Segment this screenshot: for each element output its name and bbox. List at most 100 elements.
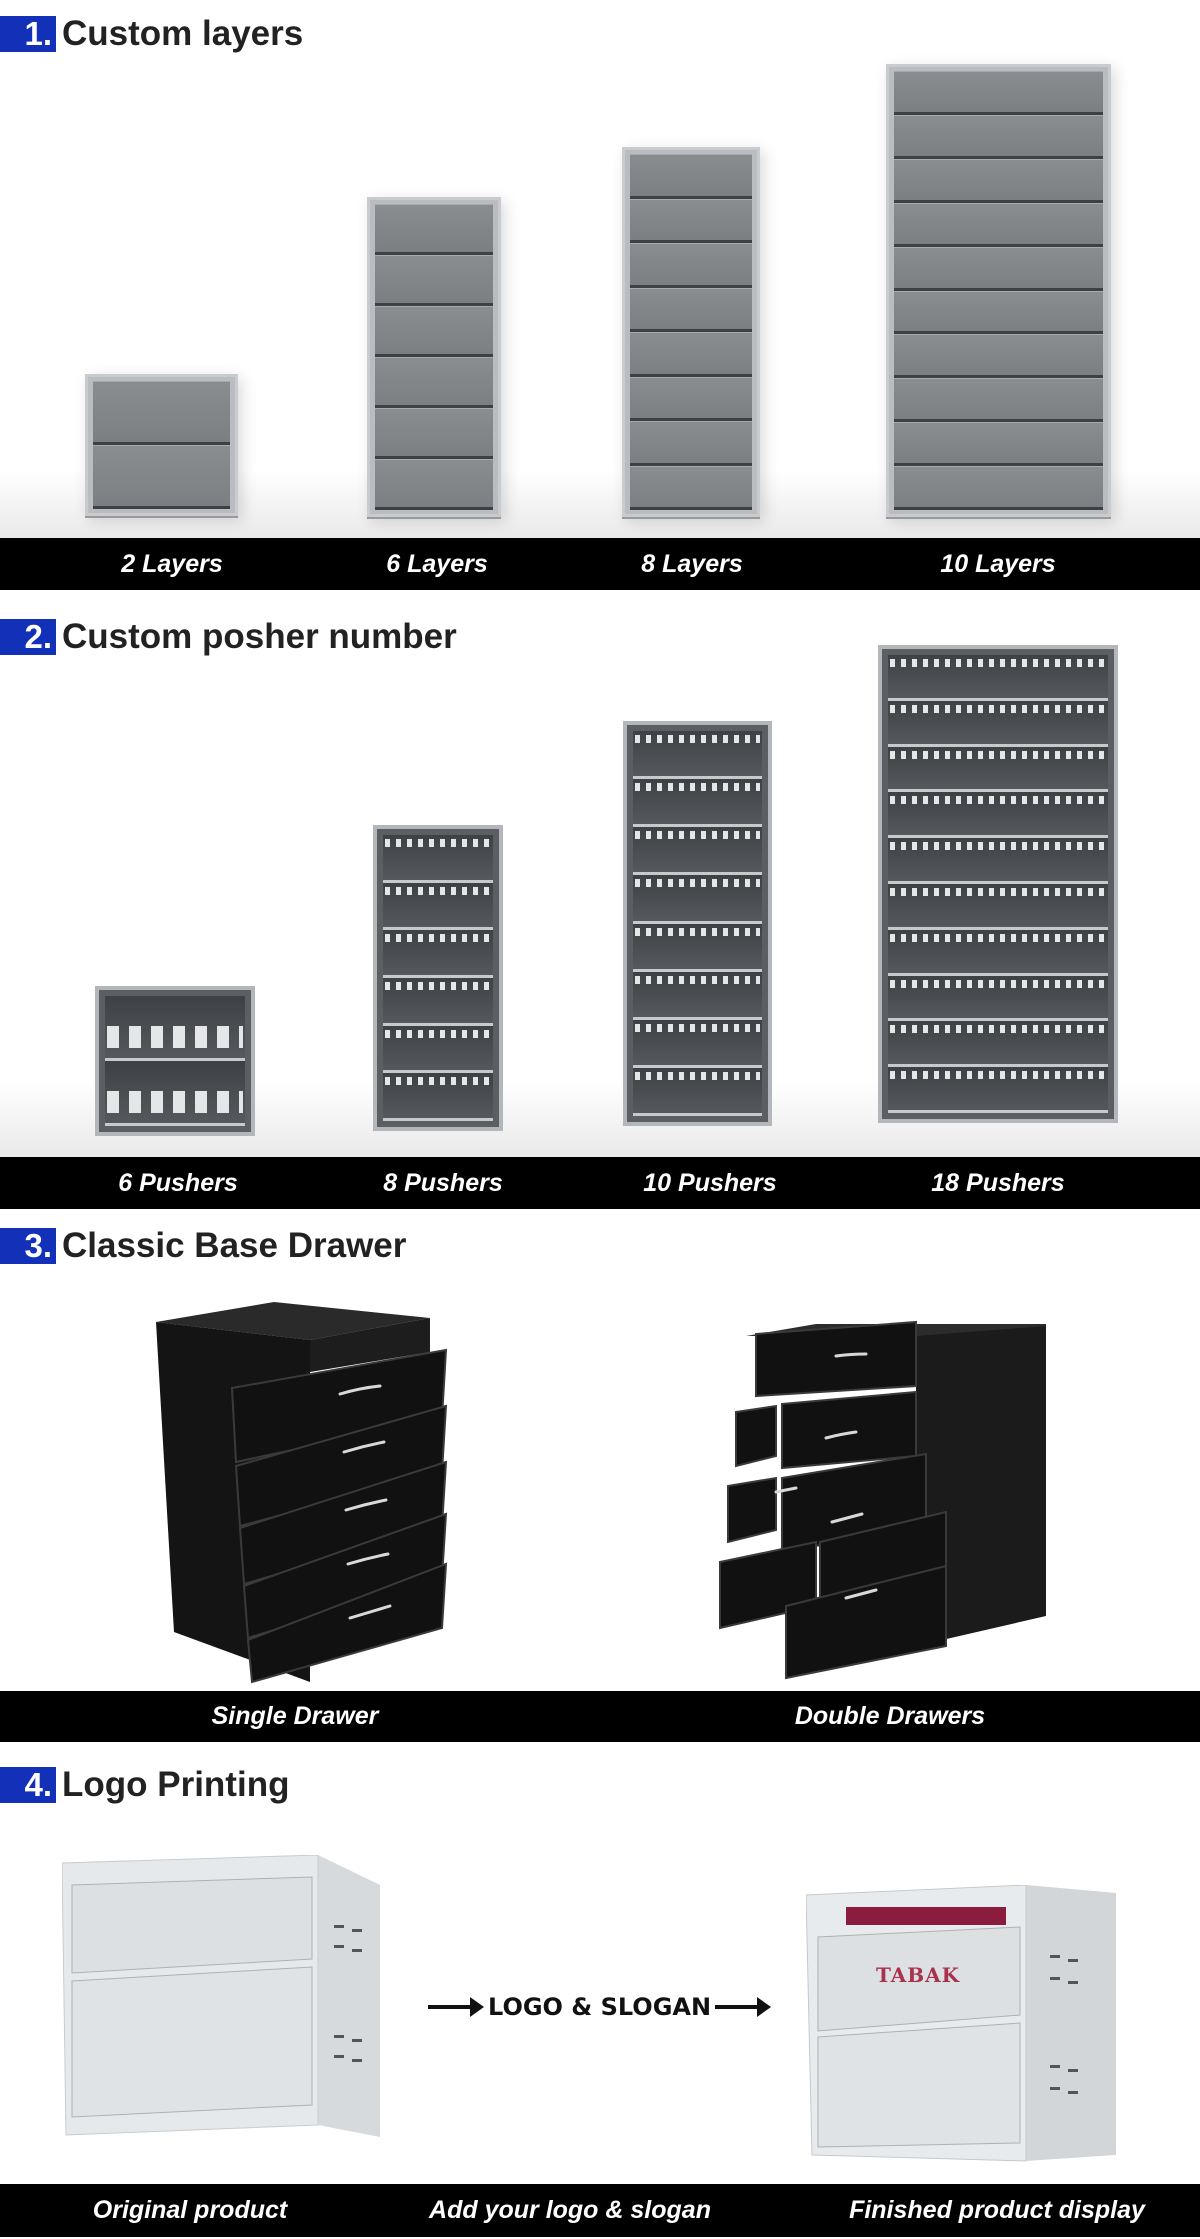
cabinet-layer bbox=[375, 408, 493, 459]
section-base-drawer: 3. Classic Base Drawer bbox=[0, 1216, 1200, 1742]
cabinet-layer bbox=[630, 421, 752, 466]
section-title: Custom layers bbox=[62, 14, 304, 53]
caption-original-product: Original product bbox=[92, 2196, 288, 2224]
cabinet-layer bbox=[375, 306, 493, 357]
cabinet-layer bbox=[630, 287, 752, 332]
pusher-row bbox=[890, 796, 1106, 805]
section-heading: 3. Classic Base Drawer bbox=[0, 1228, 406, 1264]
rack-shelf bbox=[633, 1019, 762, 1068]
rack-shelf bbox=[633, 779, 762, 828]
section-pushers: 2. Custom posher number 6 Pushers 8 Push… bbox=[0, 601, 1200, 1209]
pusher-row bbox=[385, 839, 491, 847]
rack-shelf bbox=[888, 1021, 1108, 1068]
cabinet-layer bbox=[630, 243, 752, 288]
rack-6-pushers bbox=[95, 986, 255, 1136]
cabinet-layer bbox=[894, 71, 1103, 115]
rack-shelf bbox=[105, 1061, 245, 1126]
rack-shelf bbox=[383, 1073, 493, 1122]
cabinet-layer bbox=[630, 198, 752, 243]
section-title: Classic Base Drawer bbox=[62, 1226, 407, 1265]
rack-shelf bbox=[888, 975, 1108, 1022]
pusher-row bbox=[890, 842, 1106, 851]
pusher-row bbox=[107, 1026, 243, 1048]
section-heading: 2. Custom posher number bbox=[0, 619, 457, 655]
section-number: 1. bbox=[0, 16, 56, 52]
caption-bar: 2 Layers 6 Layers 8 Layers 10 Layers bbox=[0, 538, 1200, 590]
rack-shelf bbox=[888, 700, 1108, 747]
section-title: Logo Printing bbox=[62, 1765, 290, 1804]
cabinet-layer bbox=[894, 422, 1103, 467]
rack-shelf bbox=[633, 875, 762, 924]
pusher-row bbox=[385, 982, 491, 991]
finished-product-cabinet: TABAK bbox=[806, 1885, 1116, 2165]
caption-10-pushers: 10 Pushers bbox=[643, 1169, 777, 1197]
pusher-row bbox=[890, 933, 1106, 942]
logo-slogan-arrow: LOGO & SLOGAN bbox=[428, 1989, 778, 2025]
pusher-row bbox=[890, 1025, 1106, 1034]
pusher-row bbox=[635, 735, 760, 743]
rack-shelf bbox=[383, 978, 493, 1026]
double-drawers-cabinet bbox=[719, 1320, 1046, 1680]
caption-finished-product: Finished product display bbox=[849, 2196, 1145, 2224]
pusher-row bbox=[635, 1023, 760, 1032]
rack-shelf bbox=[105, 996, 245, 1061]
cabinet-layer bbox=[630, 332, 752, 377]
cabinet-layer bbox=[894, 290, 1103, 335]
pusher-row bbox=[890, 979, 1106, 988]
rack-shelf bbox=[383, 930, 493, 979]
pusher-row bbox=[635, 831, 760, 840]
rack-shelf bbox=[888, 838, 1108, 884]
pusher-row bbox=[890, 750, 1106, 759]
section-logo-printing: 4. Logo Printing LOGO & SLOGAN bbox=[0, 1757, 1200, 2239]
pusher-row bbox=[890, 887, 1106, 896]
cabinet-layer bbox=[894, 114, 1103, 159]
cabinet-logo-text: TABAK bbox=[875, 1963, 961, 1987]
section-heading: 1. Custom layers bbox=[0, 16, 303, 52]
section-number: 4. bbox=[0, 1767, 56, 1803]
cabinet-layer bbox=[375, 204, 493, 255]
cabinet-layer bbox=[375, 255, 493, 306]
caption-6-layers: 6 Layers bbox=[386, 550, 488, 578]
cabinet-layer bbox=[375, 459, 493, 510]
cabinet-layer bbox=[894, 202, 1103, 247]
section-title: Custom posher number bbox=[62, 617, 457, 656]
rack-shelf bbox=[888, 792, 1108, 839]
pusher-row bbox=[385, 934, 491, 943]
caption-bar: Original product Add your logo & slogan … bbox=[0, 2184, 1200, 2237]
caption-8-layers: 8 Layers bbox=[641, 550, 743, 578]
cabinet-6-layers bbox=[367, 197, 501, 517]
pusher-row bbox=[890, 1071, 1106, 1080]
cabinet-layer bbox=[894, 466, 1103, 511]
cabinet-layer bbox=[894, 246, 1103, 291]
caption-8-pushers: 8 Pushers bbox=[383, 1169, 503, 1197]
arrow-right-icon bbox=[428, 1997, 484, 2017]
pusher-row bbox=[107, 1091, 243, 1113]
caption-bar: Single Drawer Double Drawers bbox=[0, 1691, 1200, 1742]
caption-bar: 6 Pushers 8 Pushers 10 Pushers 18 Pusher… bbox=[0, 1157, 1200, 1209]
rack-shelf bbox=[633, 1067, 762, 1116]
pusher-row bbox=[890, 659, 1106, 667]
pusher-row bbox=[385, 1029, 491, 1038]
rack-shelf bbox=[633, 923, 762, 972]
rack-shelf bbox=[383, 882, 493, 931]
rack-shelf bbox=[888, 1067, 1108, 1113]
pusher-row bbox=[635, 783, 760, 792]
cabinet-layer bbox=[630, 465, 752, 510]
finished-cabinet-body bbox=[806, 1885, 1116, 2162]
rack-8-pushers bbox=[373, 825, 503, 1131]
pusher-row bbox=[890, 704, 1106, 713]
single-drawer-cabinet bbox=[156, 1302, 448, 1684]
cabinet-layer bbox=[375, 357, 493, 408]
cabinet-layer bbox=[93, 381, 230, 445]
caption-18-pushers: 18 Pushers bbox=[931, 1169, 1065, 1197]
original-product-cabinet bbox=[62, 1855, 380, 2137]
rack-shelf bbox=[888, 746, 1108, 793]
cabinet-layer bbox=[93, 445, 230, 509]
rack-10-pushers bbox=[623, 721, 772, 1126]
rack-shelf bbox=[888, 883, 1108, 930]
cabinet-layer bbox=[630, 376, 752, 421]
cabinet-layer bbox=[630, 154, 752, 199]
section-heading: 4. Logo Printing bbox=[0, 1767, 289, 1803]
caption-add-logo: Add your logo & slogan bbox=[429, 2196, 711, 2224]
section-number: 2. bbox=[0, 619, 56, 655]
